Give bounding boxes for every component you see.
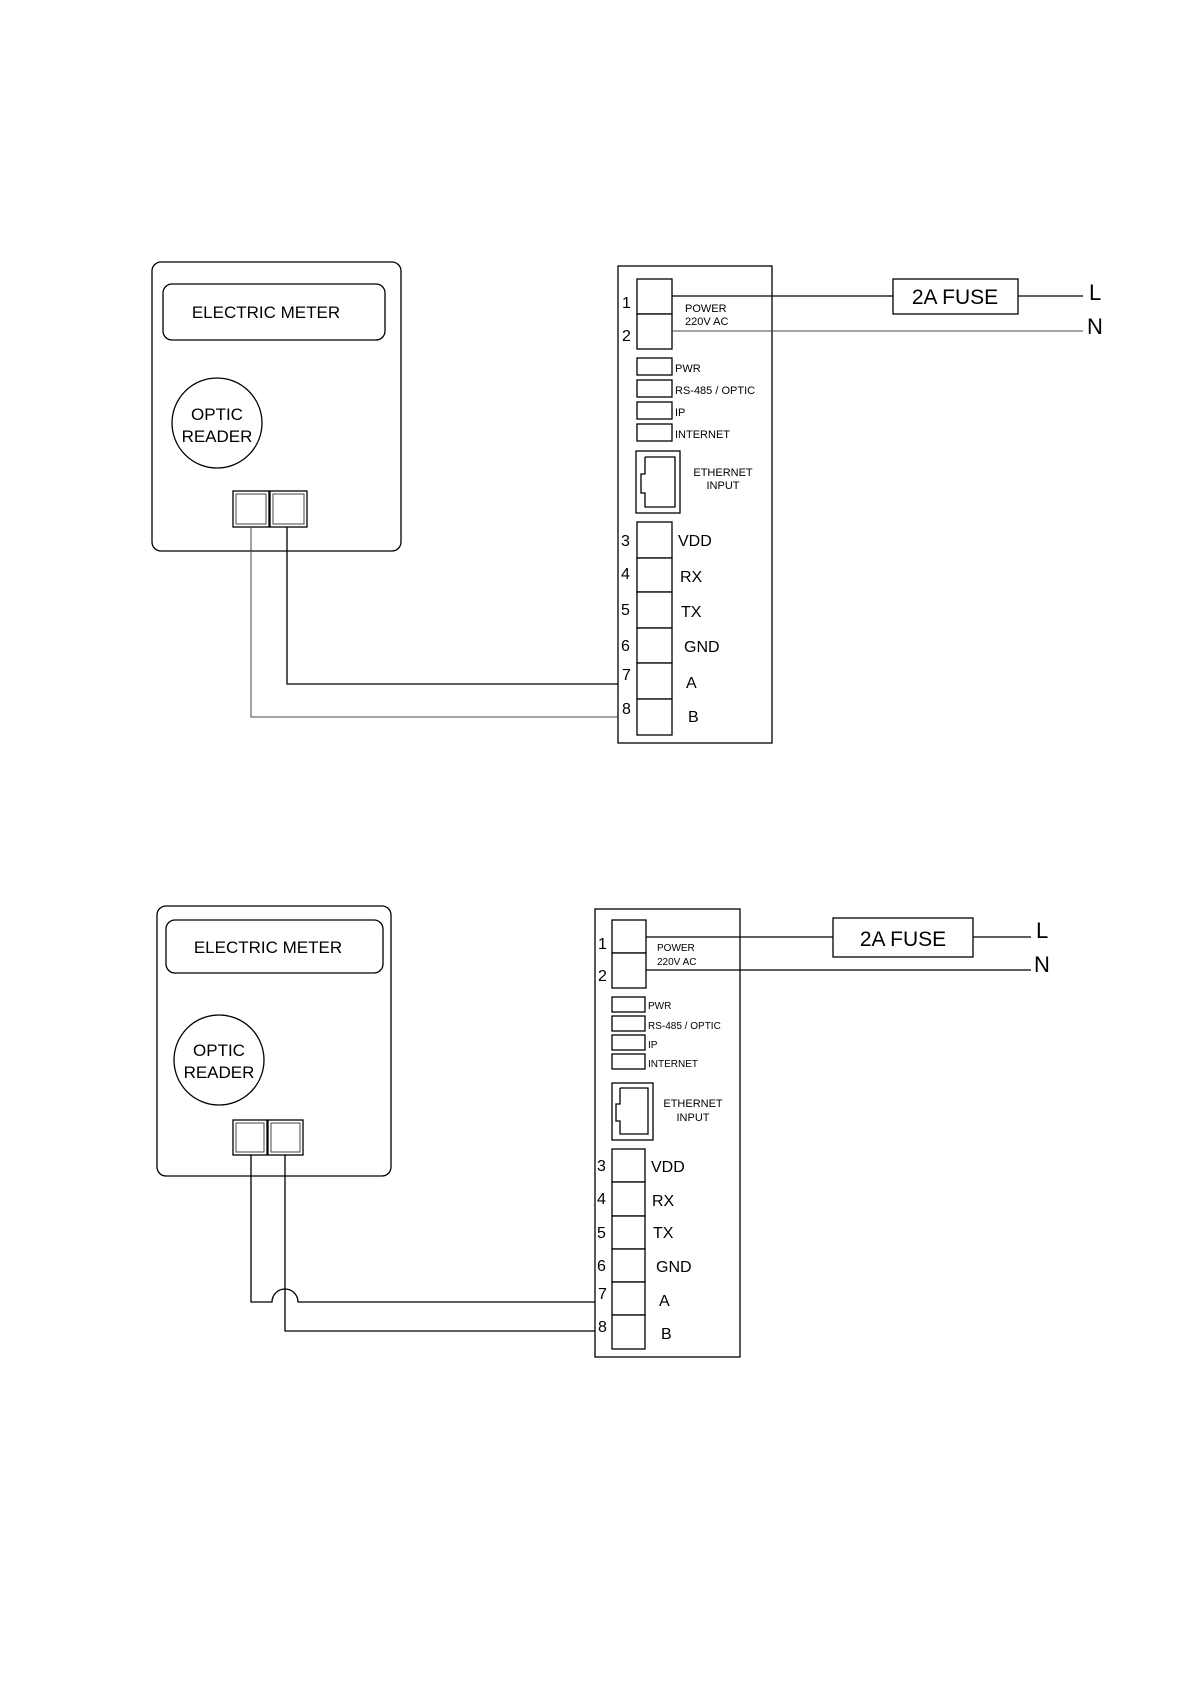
optic-reader-icon [173,1014,265,1106]
pin-6-number: 6 [597,1258,606,1275]
indicator-pwr [636,357,673,376]
pin-7-number: 7 [598,1286,607,1303]
diagram-1: ELECTRIC METER OPTIC READER 1 2 POWER 22… [151,261,1103,744]
electric-meter: ELECTRIC METER OPTIC READER [151,261,402,552]
neutral-label: N [1087,314,1103,339]
pin-3-number: 3 [597,1158,606,1175]
meter-title: ELECTRIC METER [194,938,342,957]
indicator-ip [636,401,673,420]
wire-to-B [250,527,636,718]
optic-reader-label-1: OPTIC [193,1041,245,1060]
power-label-2: 220V AC [685,316,728,328]
pin-6-number: 6 [621,638,630,655]
ethernet-port-icon [611,1082,654,1141]
pin-5-number: 5 [621,602,630,619]
pin-4-number: 4 [597,1191,606,1208]
meter-display [165,919,384,974]
indicator-ip-label: IP [675,407,685,419]
pin-1-number: 1 [598,936,607,953]
communication-module: 1 2 POWER 220V AC PWR RS-485 / OPTIC IP … [594,908,741,1358]
meter-terminal-right-inner [270,1122,301,1153]
pin-1-number: 1 [622,295,631,312]
neutral-label: N [1034,952,1050,977]
power-label-1: POWER [657,943,695,954]
pin-7-label: A [686,675,697,692]
power-terminal-1 [636,278,673,315]
pin-3-label: VDD [651,1159,685,1176]
power-label-1: POWER [685,303,727,315]
pin-4-label: RX [680,569,703,586]
indicator-internet-label: INTERNET [648,1059,698,1070]
pin-4-number: 4 [621,566,630,583]
power-terminal-2 [636,313,673,350]
live-label: L [1089,280,1101,305]
meter-terminal-left [232,490,270,528]
pin-8-label: B [688,709,699,726]
ethernet-label-2: INPUT [707,480,740,492]
ethernet-label-1: ETHERNET [663,1098,723,1110]
optic-reader-label-1: OPTIC [191,405,243,424]
optic-reader-label-2: READER [184,1063,255,1082]
ethernet-label-2: INPUT [677,1112,710,1124]
pin-2-number: 2 [598,968,607,985]
pin-7-number: 7 [622,667,631,684]
indicator-internet-label: INTERNET [675,429,730,441]
electric-meter: ELECTRIC METER OPTIC READER [156,905,392,1177]
pin-3-number: 3 [621,533,630,550]
ethernet-port-icon [635,450,681,514]
power-terminal-1 [611,919,647,954]
pin-3-label: VDD [678,533,712,550]
meter-title: ELECTRIC METER [192,303,340,322]
ethernet-label-1: ETHERNET [693,467,753,479]
pin-2-number: 2 [622,328,631,345]
power-label-2: 220V AC [657,957,696,968]
signal-terminals [636,521,673,736]
meter-terminal-left [232,1119,268,1156]
wire-to-B [284,1155,612,1332]
fuse-label: 2A FUSE [860,928,946,951]
meter-terminal-right [267,1119,304,1156]
indicator-ip-label: IP [648,1040,658,1051]
meter-terminal-left-inner [235,493,267,525]
pin-8-number: 8 [622,701,631,718]
indicator-rs485-label: RS-485 / OPTIC [675,385,755,397]
pin-5-label: TX [681,604,702,621]
pin-8-number: 8 [598,1319,607,1336]
pin-5-label: TX [653,1225,674,1242]
fuse-label: 2A FUSE [912,286,998,309]
pin-7-label: A [659,1293,670,1310]
indicator-internet [636,423,673,442]
pin-4-label: RX [652,1193,675,1210]
fuse [832,917,974,958]
indicator-rs485 [636,379,673,398]
pin-6-label: GND [656,1259,692,1276]
diagram-2: ELECTRIC METER OPTIC READER 1 2 POWER 22… [156,905,1050,1358]
communication-module: 1 2 POWER 220V AC PWR RS-485 / OPTIC IP … [617,265,773,744]
optic-reader-icon [171,377,263,469]
indicator-ip [611,1034,646,1051]
indicator-internet [611,1053,646,1070]
indicator-rs485 [611,1015,646,1032]
indicator-pwr-label: PWR [648,1001,671,1012]
meter-terminal-right-inner [272,493,305,525]
optic-reader-label-2: READER [182,427,253,446]
pin-8-label: B [661,1326,672,1343]
meter-display [162,283,386,341]
pin-5-number: 5 [597,1225,606,1242]
power-terminal-2 [611,952,647,989]
meter-terminal-right [269,490,308,528]
signal-terminals [611,1148,646,1350]
live-label: L [1036,918,1048,943]
pin-6-label: GND [684,639,720,656]
indicator-pwr [611,996,646,1013]
indicator-rs485-label: RS-485 / OPTIC [648,1021,721,1032]
indicator-pwr-label: PWR [675,363,701,375]
wire-to-A [286,527,636,685]
meter-terminal-left-inner [235,1122,265,1153]
wire-to-A-hopover [250,1155,612,1303]
